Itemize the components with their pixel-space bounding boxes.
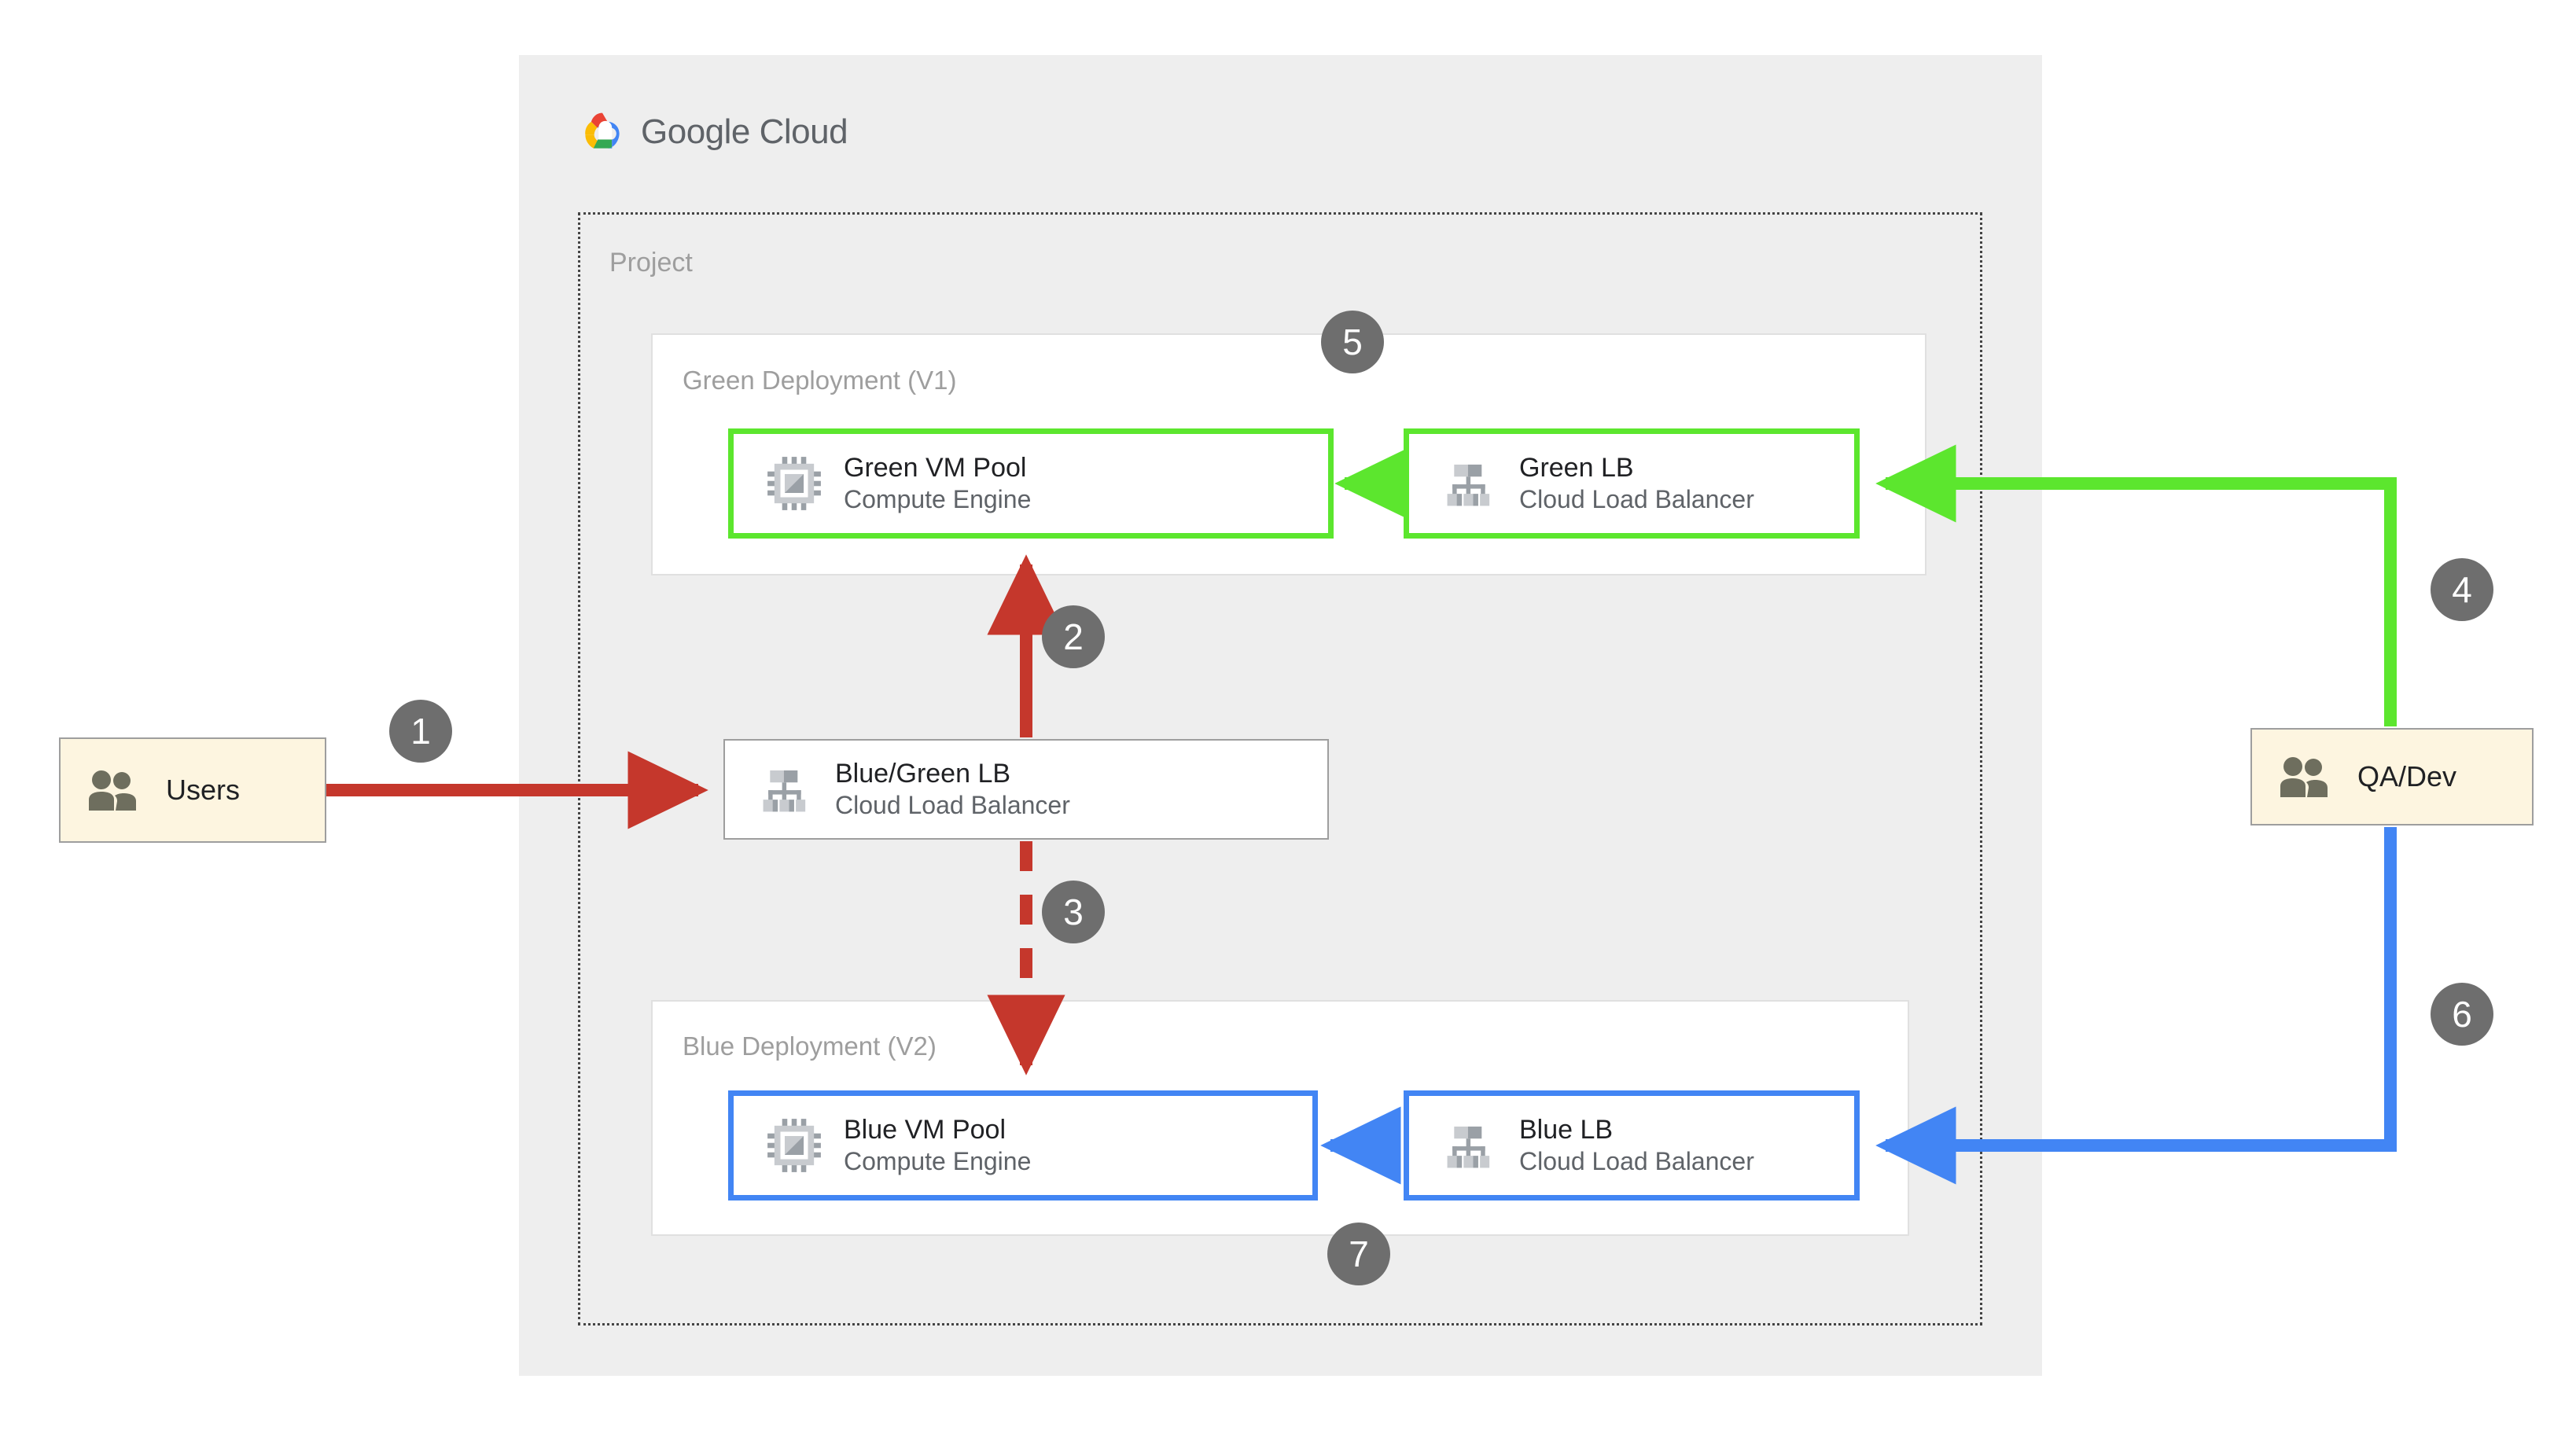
node-bluegreen-lb-text: Blue/Green LB Cloud Load Balancer <box>835 758 1070 822</box>
step-badge-4: 4 <box>2431 558 2493 621</box>
node-title: Green LB <box>1519 452 1634 483</box>
node-title: Blue LB <box>1519 1114 1614 1145</box>
step-badge-7: 7 <box>1327 1223 1390 1285</box>
node-green-lb-text: Green LB Cloud Load Balancer <box>1519 452 1754 516</box>
node-subtitle: Cloud Load Balancer <box>1519 1147 1754 1176</box>
node-blue-lb-text: Blue LB Cloud Load Balancer <box>1519 1114 1754 1178</box>
actor-users-label: Users <box>166 774 241 806</box>
users-icon <box>84 767 141 814</box>
compute-engine-icon <box>767 1118 822 1173</box>
project-boundary <box>578 212 1982 1326</box>
project-label: Project <box>609 248 693 278</box>
node-blue-vm-pool-text: Blue VM Pool Compute Engine <box>844 1114 1031 1178</box>
cloud-load-balancer-icon <box>1442 1118 1497 1173</box>
step-badge-6: 6 <box>2431 983 2493 1046</box>
step-badge-1: 1 <box>389 700 452 763</box>
node-subtitle: Compute Engine <box>844 485 1032 514</box>
node-title: Blue VM Pool <box>844 1114 1006 1145</box>
compute-engine-icon <box>767 456 822 511</box>
node-title: Green VM Pool <box>844 452 1027 483</box>
wordmark-cloud: Cloud <box>759 112 848 151</box>
node-subtitle: Cloud Load Balancer <box>1519 485 1754 514</box>
node-blue-vm-pool[interactable]: Blue VM Pool Compute Engine <box>728 1090 1318 1201</box>
step-badge-5: 5 <box>1321 311 1384 373</box>
google-cloud-wordmark: Google Cloud <box>641 112 848 152</box>
node-bluegreen-lb[interactable]: Blue/Green LB Cloud Load Balancer <box>723 739 1329 840</box>
cloud-load-balancer-icon <box>1442 456 1497 511</box>
node-subtitle: Compute Engine <box>844 1147 1032 1176</box>
step-badge-2: 2 <box>1042 605 1105 668</box>
actor-qa-dev-label: QA/Dev <box>2357 760 2457 792</box>
blue-deployment-title: Blue Deployment (V2) <box>683 1031 937 1061</box>
wordmark-google: Google <box>641 112 750 151</box>
node-subtitle: Cloud Load Balancer <box>835 791 1070 820</box>
actor-users[interactable]: Users <box>59 737 326 843</box>
cloud-load-balancer-icon <box>758 762 813 817</box>
actor-qa-dev[interactable]: QA/Dev <box>2250 728 2534 825</box>
node-green-lb[interactable]: Green LB Cloud Load Balancer <box>1404 428 1860 539</box>
node-title: Blue/Green LB <box>835 758 1011 789</box>
step-badge-3: 3 <box>1042 881 1105 943</box>
green-deployment-title: Green Deployment (V1) <box>683 366 957 395</box>
google-cloud-logo-icon <box>578 110 627 154</box>
node-green-vm-pool-text: Green VM Pool Compute Engine <box>844 452 1031 516</box>
node-blue-lb[interactable]: Blue LB Cloud Load Balancer <box>1404 1090 1860 1201</box>
google-cloud-branding: Google Cloud <box>578 110 848 154</box>
node-green-vm-pool[interactable]: Green VM Pool Compute Engine <box>728 428 1334 539</box>
users-icon <box>2276 753 2332 800</box>
